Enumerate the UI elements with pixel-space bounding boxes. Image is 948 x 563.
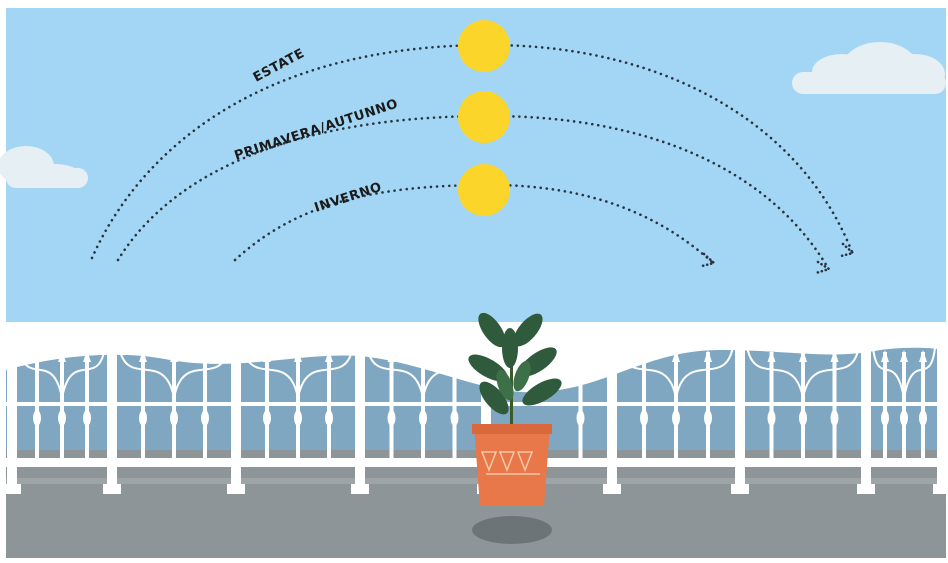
railing-knot [768, 410, 776, 426]
railing-baluster [579, 352, 583, 460]
railing-baluster [706, 352, 710, 460]
railing-baluster [60, 352, 64, 460]
railing-knot [325, 410, 333, 426]
railing-post [937, 322, 947, 492]
railing-post-base [857, 484, 875, 494]
railing-knot [201, 410, 209, 426]
railing-knot [451, 410, 459, 426]
railing-baluster [141, 352, 145, 460]
railing-baluster [801, 352, 805, 460]
railing-spike [201, 350, 209, 362]
plant-shadow [472, 516, 552, 544]
railing-post-base [351, 484, 369, 494]
railing-baluster [902, 352, 906, 460]
railing-knot [419, 410, 427, 426]
railing-baluster [883, 352, 887, 460]
railing-knot [704, 410, 712, 426]
railing-post-base [933, 484, 948, 494]
railing-spike [388, 350, 396, 362]
railing-baluster [453, 352, 457, 460]
railing-knot [919, 410, 927, 426]
sun-icon [458, 91, 510, 143]
railing-baluster [327, 352, 331, 460]
railing-post [735, 322, 745, 492]
railing-post-base [731, 484, 749, 494]
railing-spike [640, 350, 648, 362]
railing-baluster [296, 352, 300, 460]
railing-baluster [172, 352, 176, 460]
sun-icon [458, 20, 510, 72]
railing-baluster [421, 352, 425, 460]
railing-post [355, 322, 365, 492]
railing-post-base [227, 484, 245, 494]
sun-icon [458, 164, 510, 216]
railing-post [231, 322, 241, 492]
railing-knot [900, 410, 908, 426]
railing-baluster [642, 352, 646, 460]
railing-spike [451, 350, 459, 362]
railing-baluster [85, 352, 89, 460]
railing-knot [388, 410, 396, 426]
railing-baluster [35, 352, 39, 460]
railing-baluster [921, 352, 925, 460]
railing-spike [33, 350, 41, 362]
railing-knot [831, 410, 839, 426]
railing-knot [640, 410, 648, 426]
railing-post [7, 322, 17, 492]
railing-post-base [603, 484, 621, 494]
railing-post-base [103, 484, 121, 494]
railing-baluster [833, 352, 837, 460]
terrace-ledge [6, 478, 946, 484]
railing-knot [577, 410, 585, 426]
railing-baluster [390, 352, 394, 460]
railing-post [607, 322, 617, 492]
railing-spike [294, 350, 302, 362]
railing-knot [263, 410, 271, 426]
railing-spike [170, 350, 178, 362]
railing-knot [33, 410, 41, 426]
railing-knot [170, 410, 178, 426]
railing-knot [881, 410, 889, 426]
railing-baluster [770, 352, 774, 460]
flower-pot [474, 426, 550, 506]
railing-post-base [3, 484, 21, 494]
railing-knot [672, 410, 680, 426]
railing-post [861, 322, 871, 492]
railing-baluster [674, 352, 678, 460]
railing-spike [577, 350, 585, 362]
railing-knot [83, 410, 91, 426]
railing-spike [419, 350, 427, 362]
railing-spike [58, 350, 66, 362]
railing-baluster [265, 352, 269, 460]
railing-baluster [203, 352, 207, 460]
railing-knot [799, 410, 807, 426]
railing-knot [294, 410, 302, 426]
railing-knot [58, 410, 66, 426]
railing-spike [263, 350, 271, 362]
railing-knot [139, 410, 147, 426]
railing-post [107, 322, 117, 492]
